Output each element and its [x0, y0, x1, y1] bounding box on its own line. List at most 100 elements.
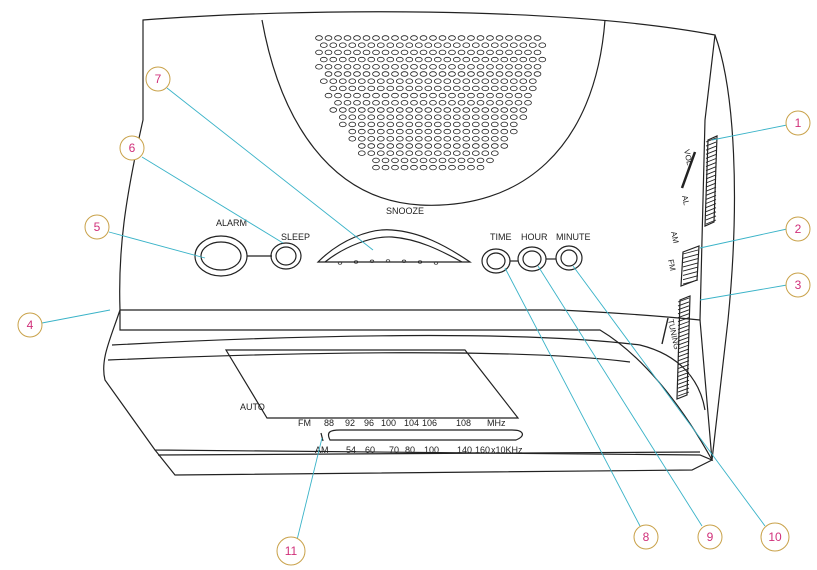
grille-hole: [509, 128, 518, 135]
grille-hole: [514, 92, 523, 99]
alarm-button[interactable]: [194, 235, 248, 277]
snooze-bar[interactable]: [316, 229, 472, 265]
grille-hole: [462, 107, 471, 113]
grille-hole: [505, 35, 513, 41]
grille-hole: [443, 85, 452, 92]
fm-tick: 96: [364, 418, 374, 428]
grille-hole: [381, 92, 390, 99]
grille-hole: [481, 121, 490, 128]
grille-hole: [462, 114, 471, 120]
grille-hole: [528, 85, 537, 92]
band-switch[interactable]: [680, 245, 700, 287]
wheel-ridge: [677, 309, 690, 315]
grille-hole: [500, 56, 509, 63]
grille-hole: [490, 56, 499, 63]
grille-hole: [357, 85, 366, 92]
svg-text:7: 7: [155, 72, 162, 86]
grille-hole: [324, 49, 333, 56]
grille-hole: [357, 42, 366, 48]
grille-hole: [376, 121, 385, 128]
grille-hole: [443, 143, 452, 149]
wheel-ridge: [677, 301, 690, 307]
grille-hole: [357, 56, 366, 63]
grille-hole: [519, 42, 528, 48]
grille-hole: [414, 128, 423, 135]
wheel-ridge: [677, 340, 690, 346]
wheel-ridge: [677, 375, 690, 381]
grille-hole: [324, 64, 333, 70]
grille-hole: [462, 136, 471, 142]
grille-hole: [462, 150, 471, 156]
grille-hole: [391, 49, 399, 56]
grille-hole: [419, 164, 428, 171]
grille-hole: [424, 128, 433, 135]
grille-hole: [386, 128, 395, 135]
wheel-ridge: [677, 313, 690, 319]
hour-button[interactable]: [517, 246, 547, 272]
wheel-ridge: [677, 348, 690, 354]
grille-hole: [514, 35, 523, 41]
grille-hole: [395, 107, 404, 113]
grille-hole: [509, 56, 518, 63]
grille-hole: [419, 157, 428, 164]
grille-hole: [410, 49, 418, 56]
grille-hole: [367, 136, 376, 142]
grille-hole: [405, 56, 414, 63]
wheel-ridge: [682, 249, 699, 255]
grille-hole: [452, 150, 461, 156]
wheel-ridge: [705, 158, 717, 163]
wheel-ridge: [705, 178, 717, 184]
grille-hole: [438, 157, 447, 164]
grille-hole: [500, 128, 509, 135]
sleep-button[interactable]: [270, 242, 302, 270]
grille-hole: [367, 107, 376, 113]
wheel-ridge: [677, 360, 690, 366]
grille-hole: [486, 71, 494, 77]
grille-hole: [524, 35, 532, 41]
grille-hole: [419, 64, 428, 70]
grille-hole: [452, 85, 461, 92]
am-band-label: AM: [315, 445, 329, 455]
grille-hole: [410, 64, 418, 70]
minute-button[interactable]: [555, 245, 583, 271]
grille-hole: [495, 49, 504, 56]
wheel-ridge: [682, 262, 699, 268]
grille-hole: [410, 164, 418, 171]
grille-hole: [471, 78, 480, 84]
grille-hole: [357, 136, 366, 142]
grille-hole: [410, 35, 418, 41]
grille-hole: [500, 143, 509, 149]
grille-hole: [405, 42, 414, 48]
wheel-ridge: [682, 279, 699, 285]
grille-hole: [490, 150, 499, 156]
auto-indicator: AUTO: [240, 402, 265, 412]
grille-hole: [438, 164, 447, 171]
wheel-ridge: [705, 186, 717, 192]
grille-hole: [372, 71, 380, 77]
wheel-ridge: [705, 174, 717, 180]
svg-text:3: 3: [795, 278, 802, 292]
grille-hole: [424, 56, 433, 63]
callout-9: 9: [697, 524, 723, 550]
grille-hole: [514, 49, 523, 56]
grille-hole: [424, 85, 433, 92]
grille-hole: [405, 78, 414, 84]
grille-hole: [410, 71, 418, 77]
grille-hole: [405, 107, 414, 113]
grille-hole: [386, 56, 395, 63]
grille-hole: [486, 49, 494, 56]
grille-hole: [414, 78, 423, 84]
grille-hole: [433, 85, 442, 92]
grille-hole: [319, 56, 328, 63]
grille-hole: [343, 49, 352, 56]
grille-hole: [490, 143, 499, 149]
tuning-wheel[interactable]: [676, 295, 691, 400]
al-label: AL: [680, 195, 691, 207]
wheel-ridge: [682, 258, 699, 264]
grille-hole: [528, 78, 537, 84]
grille-hole: [391, 164, 399, 171]
grille-hole: [400, 35, 409, 41]
grille-hole: [329, 56, 338, 63]
volume-wheel[interactable]: [704, 135, 718, 227]
